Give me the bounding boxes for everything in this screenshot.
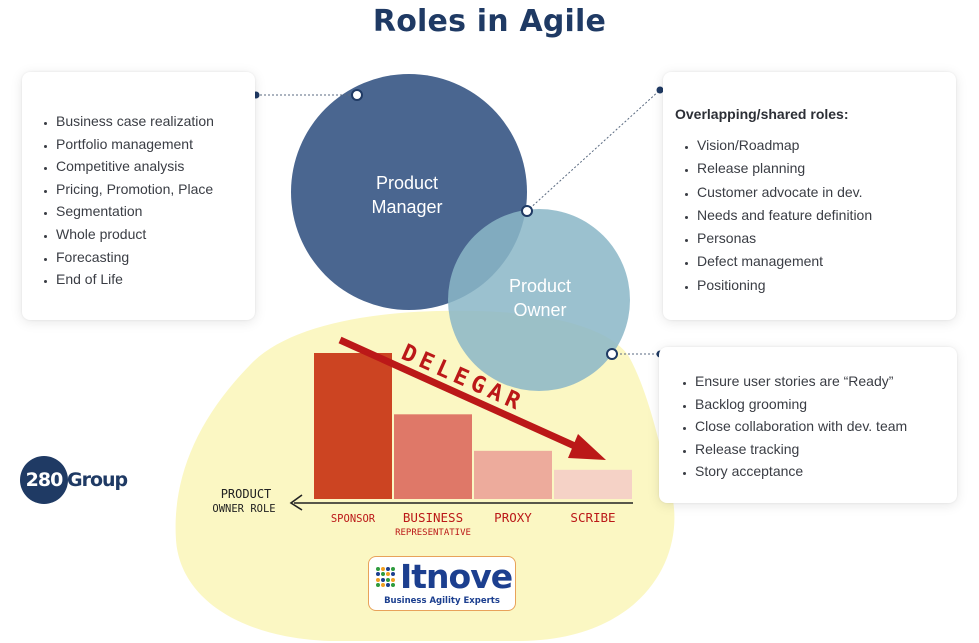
product-owner-list: Ensure user stories are “Ready”Backlog g…: [673, 370, 957, 483]
shared-roles-list: Vision/RoadmapRelease planningCustomer a…: [675, 134, 956, 297]
list-item: Backlog grooming: [695, 393, 957, 416]
list-item: Close collaboration with dev. team: [695, 415, 957, 438]
product-owner-circle: [448, 209, 630, 391]
itnove-dot: [376, 572, 380, 577]
list-item: Release planning: [697, 157, 956, 180]
list-item: Vision/Roadmap: [697, 134, 956, 157]
itnove-dot: [391, 577, 395, 582]
chart-bar: [394, 414, 472, 499]
itnove-logo-tagline: Business Agility Experts: [384, 596, 500, 606]
chart-category-label: PROXY: [494, 510, 532, 525]
280-group-logo: 280 Group: [20, 456, 128, 504]
axis-arrow-head: [289, 494, 303, 511]
list-item: Competitive analysis: [56, 155, 255, 178]
chart-bar: [554, 469, 632, 499]
list-item: Portfolio management: [56, 133, 255, 156]
280-group-logo-word: Group: [67, 469, 128, 491]
itnove-logo: Itnove Business Agility Experts: [368, 556, 516, 611]
itnove-dot: [381, 577, 385, 582]
itnove-dot: [386, 577, 390, 582]
list-item: Positioning: [697, 274, 956, 297]
itnove-dot: [386, 582, 390, 587]
shared-roles-card: Overlapping/shared roles: Vision/Roadmap…: [663, 72, 956, 320]
list-item: Release tracking: [695, 438, 957, 461]
chart-bar: [314, 353, 392, 499]
chart-bar: [474, 450, 552, 499]
list-item: Pricing, Promotion, Place: [56, 178, 255, 201]
list-item: Needs and feature definition: [697, 204, 956, 227]
connector-dots: [252, 86, 664, 360]
list-item: Customer advocate in dev.: [697, 181, 956, 204]
chart-category-label: SCRIBE: [570, 510, 615, 525]
delegate-arrow-shaft: [338, 336, 590, 456]
280-group-logo-disc: 280: [20, 456, 68, 504]
itnove-dot: [386, 567, 390, 571]
list-item: Story acceptance: [695, 460, 957, 483]
product-owner-card: Ensure user stories are “Ready”Backlog g…: [659, 347, 957, 503]
chart-category-label: SPONSOR: [331, 513, 376, 525]
itnove-dot: [381, 572, 385, 577]
list-item: Business case realization: [56, 110, 255, 133]
shared-roles-heading: Overlapping/shared roles:: [675, 106, 849, 122]
itnove-dot: [376, 567, 380, 571]
itnove-logo-name: Itnove: [400, 557, 513, 596]
itnove-dot: [391, 572, 395, 577]
itnove-dot: [381, 567, 385, 571]
itnove-dot: [391, 567, 395, 571]
chart-category-label: BUSINESS: [403, 510, 463, 525]
itnove-dot: [381, 582, 385, 587]
delegate-arrow-head: [568, 434, 606, 460]
list-item: Personas: [697, 227, 956, 250]
itnove-dot: [391, 582, 395, 587]
product-manager-list: Business case realizationPortfolio manag…: [34, 110, 255, 291]
page-title: Roles in Agile: [372, 4, 607, 39]
itnove-dot: [386, 572, 390, 577]
list-item: Forecasting: [56, 246, 255, 269]
axis-label-line1: PRODUCT: [221, 487, 272, 501]
itnove-dot: [376, 577, 380, 582]
itnove-dot: [376, 582, 380, 587]
list-item: Ensure user stories are “Ready”: [695, 370, 957, 393]
axis-label-line2: OWNER ROLE: [212, 503, 275, 515]
connector-lines: [256, 89, 661, 355]
itnove-dot-grid-icon: [376, 567, 396, 587]
chart-category-label: REPRESENTATIVE: [395, 528, 471, 538]
product-manager-card: Business case realizationPortfolio manag…: [22, 72, 255, 320]
list-item: End of Life: [56, 268, 255, 291]
list-item: Defect management: [697, 250, 956, 273]
list-item: Whole product: [56, 223, 255, 246]
list-item: Segmentation: [56, 200, 255, 223]
